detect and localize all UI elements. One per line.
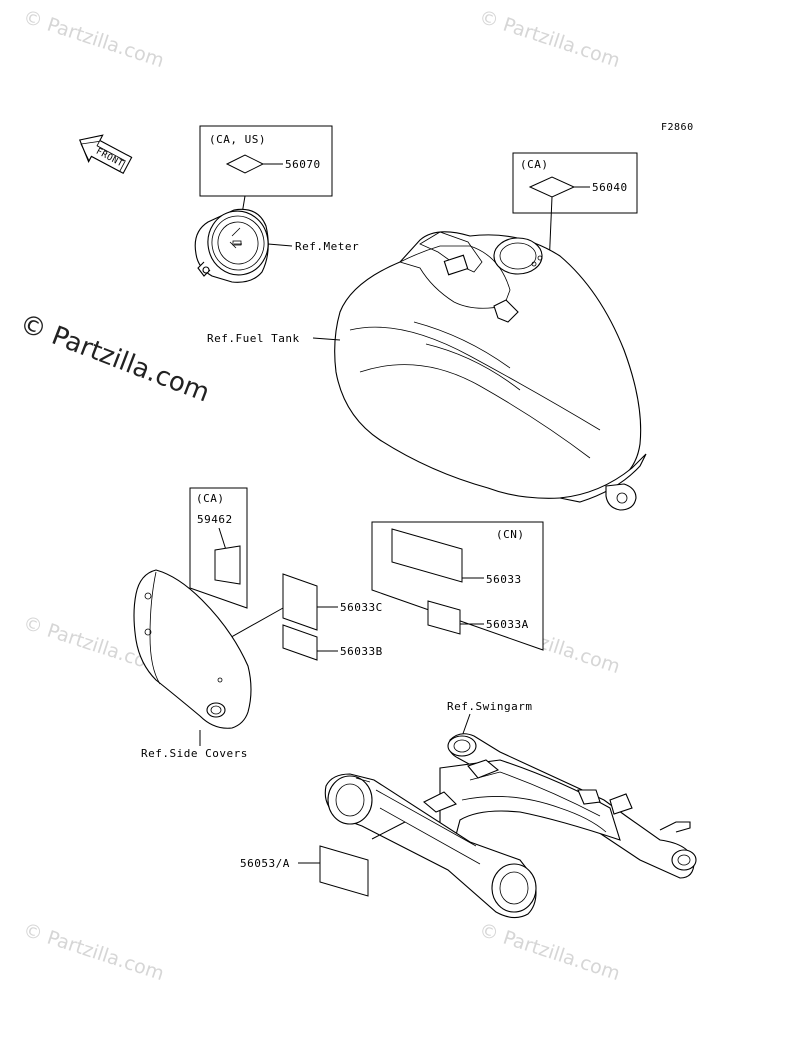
side-cover-part-number: 59462	[197, 513, 233, 526]
label-56033c-icon	[282, 573, 318, 631]
watermark-main: © Partzilla.com	[15, 309, 213, 409]
watermark-bottom-left: © Partzilla.com	[20, 919, 166, 985]
part-number-56033c: 56033C	[340, 601, 383, 614]
label-56033b-icon	[282, 624, 318, 661]
label-56033-icon	[391, 528, 463, 583]
tank-callout: (CA) 56040	[512, 152, 638, 291]
side-cover-callout: (CA) 59462	[189, 487, 248, 609]
ref-side-covers-label: Ref.Side Covers	[141, 747, 248, 760]
ref-swingarm-label: Ref.Swingarm	[447, 700, 532, 713]
tank-region-label: (CA)	[520, 158, 549, 171]
cn-callout: (CN) 56033 56033A	[371, 521, 544, 651]
meter-part-number: 56070	[285, 158, 321, 171]
watermark-top-right: © Partzilla.com	[476, 6, 622, 72]
side-cover-region-label: (CA)	[196, 492, 225, 505]
loose-labels: 56033C 56033B	[225, 573, 383, 661]
swingarm-drawing	[324, 733, 697, 919]
front-arrow-icon: FRONT	[78, 134, 133, 175]
fuel-tank-drawing	[312, 231, 647, 511]
label-56053a-icon	[319, 845, 369, 897]
meter-region-label: (CA, US)	[209, 133, 266, 146]
watermark-top-left: © Partzilla.com	[20, 6, 166, 72]
cn-region-label: (CN)	[496, 528, 525, 541]
tank-part-number: 56040	[592, 181, 628, 194]
ref-meter-label: Ref.Meter	[295, 240, 359, 253]
ref-fuel-tank-label: Ref.Fuel Tank	[207, 332, 300, 345]
meter-callout: (CA, US) 56070	[199, 125, 333, 233]
watermark-bottom-right: © Partzilla.com	[476, 919, 622, 985]
part-number-56033b: 56033B	[340, 645, 383, 658]
meter-drawing	[194, 208, 293, 283]
figure-code: F2860	[661, 122, 694, 133]
part-number-56033: 56033	[486, 573, 522, 586]
part-number-56053a: 56053/A	[240, 857, 290, 870]
label-56033a-icon	[427, 600, 461, 635]
swingarm-callout: 56053/A	[240, 845, 369, 897]
side-cover-drawing	[133, 569, 252, 746]
side-cover-label-icon	[214, 545, 241, 585]
part-number-56033a: 56033A	[486, 618, 529, 631]
